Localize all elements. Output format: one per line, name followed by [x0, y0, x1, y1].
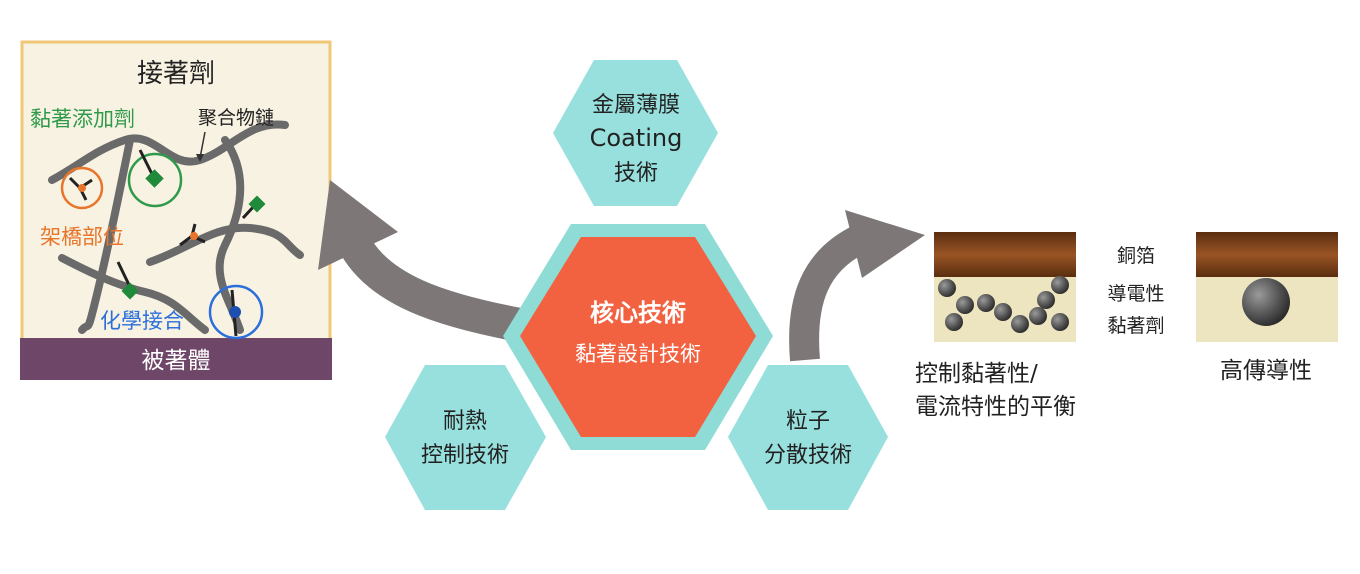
hex-core-line1: 核心技術	[590, 299, 686, 327]
copper-foil-label: 銅箔	[1117, 245, 1155, 267]
chemical-bond-label: 化學接合	[100, 309, 184, 333]
balanced-conduction-sample	[934, 232, 1076, 342]
caption-high-conductivity: 高傳導性	[1220, 358, 1312, 384]
hex-metal-line2: Coating	[590, 124, 683, 152]
hex-core-technology: 核心技術 黏著設計技術	[503, 224, 773, 450]
right-curved-arrow	[789, 210, 925, 362]
conductive-adhesive-label-line1: 導電性	[1107, 283, 1164, 305]
polymer-chains	[48, 120, 304, 334]
hex-metal-line3: 技術	[614, 161, 658, 186]
crosslink-label: 架橋部位	[40, 225, 124, 249]
polymer-pointer	[199, 131, 206, 159]
hex-heat-line2: 控制技術	[421, 443, 509, 468]
hex-particle-line2: 分散技術	[764, 443, 852, 468]
adhesive-panel-box	[20, 40, 332, 342]
hex-heat-line1: 耐熱	[443, 409, 487, 434]
hex-metal-film: 金屬薄膜 Coating 技術	[553, 60, 718, 206]
conductive-adhesive-label-line2: 黏著劑	[1107, 315, 1164, 337]
adhesive-title: 接著劑	[137, 59, 215, 89]
conductive-particles	[938, 276, 1069, 333]
high-conduction-sample	[1196, 232, 1338, 342]
crosslink-site	[179, 223, 206, 247]
polymer-chain-label: 聚合物鏈	[198, 107, 274, 129]
left-curved-arrow	[318, 180, 524, 342]
adhesive-panel: 接著劑 黏著添加劑 聚合物鏈 架橋部位 化學接合 被著體	[20, 40, 332, 380]
substrate-label: 被著體	[142, 348, 211, 374]
tackifier-particle	[116, 261, 139, 300]
tackifier-label: 黏著添加劑	[30, 107, 135, 131]
caption-balance-line1: 控制黏著性/	[915, 361, 1038, 387]
tackifier-circle	[127, 149, 183, 208]
copper-foil-layer	[1196, 232, 1338, 277]
tackifier-particle	[241, 195, 266, 220]
hex-core-line2: 黏著設計技術	[575, 342, 701, 366]
hex-heat-control: 耐熱 控制技術	[385, 365, 546, 510]
large-conductive-particle	[1242, 278, 1290, 326]
substrate-bar	[20, 338, 332, 380]
chemical-bond-circle	[208, 284, 264, 340]
hex-metal-line1: 金屬薄膜	[592, 93, 680, 118]
hex-particle-line1: 粒子	[786, 409, 830, 434]
copper-foil-layer	[934, 232, 1076, 277]
caption-balance-line2: 電流特性的平衡	[915, 394, 1076, 420]
hex-particle-dispersion: 粒子 分散技術	[728, 365, 888, 510]
crosslink-circle	[60, 166, 104, 210]
